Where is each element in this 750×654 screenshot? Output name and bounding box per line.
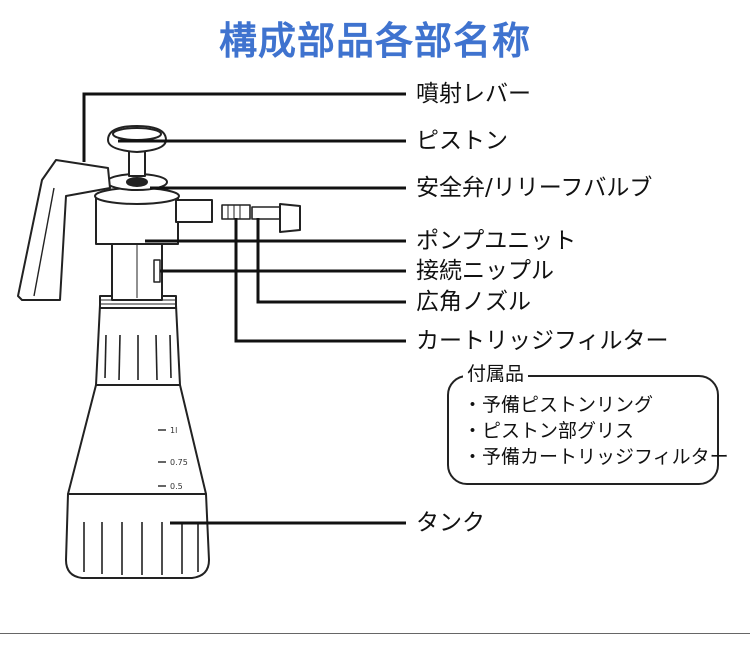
- label-connection-nipple: 接続ニップル: [416, 258, 554, 284]
- label-cartridge-filter: カートリッジフィルター: [416, 328, 669, 354]
- page-title: 構成部品各部名称: [218, 19, 531, 63]
- tank-mark-05: 0.5: [170, 482, 183, 491]
- label-piston: ピストン: [416, 128, 508, 154]
- accessory-item: ・予備カートリッジフィルター: [463, 446, 729, 468]
- trigger-lever: [17, 159, 111, 301]
- label-spray-lever: 噴射レバー: [416, 81, 531, 107]
- label-tank: タンク: [416, 510, 485, 536]
- accessories-title: 付属品: [463, 361, 529, 387]
- tank-graduations: [158, 429, 166, 487]
- tank-base-band: [65, 493, 210, 579]
- tank-mark-1l: 1l: [170, 426, 177, 435]
- leader-filter: [234, 218, 406, 343]
- label-pump-unit: ポンプユニット: [416, 228, 577, 254]
- bottom-divider: [0, 633, 750, 634]
- accessory-item: ・ピストン部グリス: [463, 420, 635, 442]
- cartridge-filter: [221, 204, 251, 220]
- accessories-box: 付属品 ・予備ピストンリング ・ピストン部グリス ・予備カートリッジフィルター: [447, 361, 729, 485]
- label-safety-valve: 安全弁/リリーフバルブ: [416, 175, 653, 201]
- nozzle-cap: [279, 203, 301, 233]
- tank-mark-075: 0.75: [170, 458, 188, 467]
- nozzle: [251, 206, 281, 220]
- outlet-arm: [175, 199, 213, 223]
- tank-body: [67, 384, 207, 495]
- accessory-item: ・予備ピストンリング: [463, 394, 654, 416]
- label-wide-angle-nozzle: 広角ノズル: [416, 289, 531, 315]
- leader-nozzle: [256, 218, 406, 304]
- leader-lever: [82, 92, 406, 162]
